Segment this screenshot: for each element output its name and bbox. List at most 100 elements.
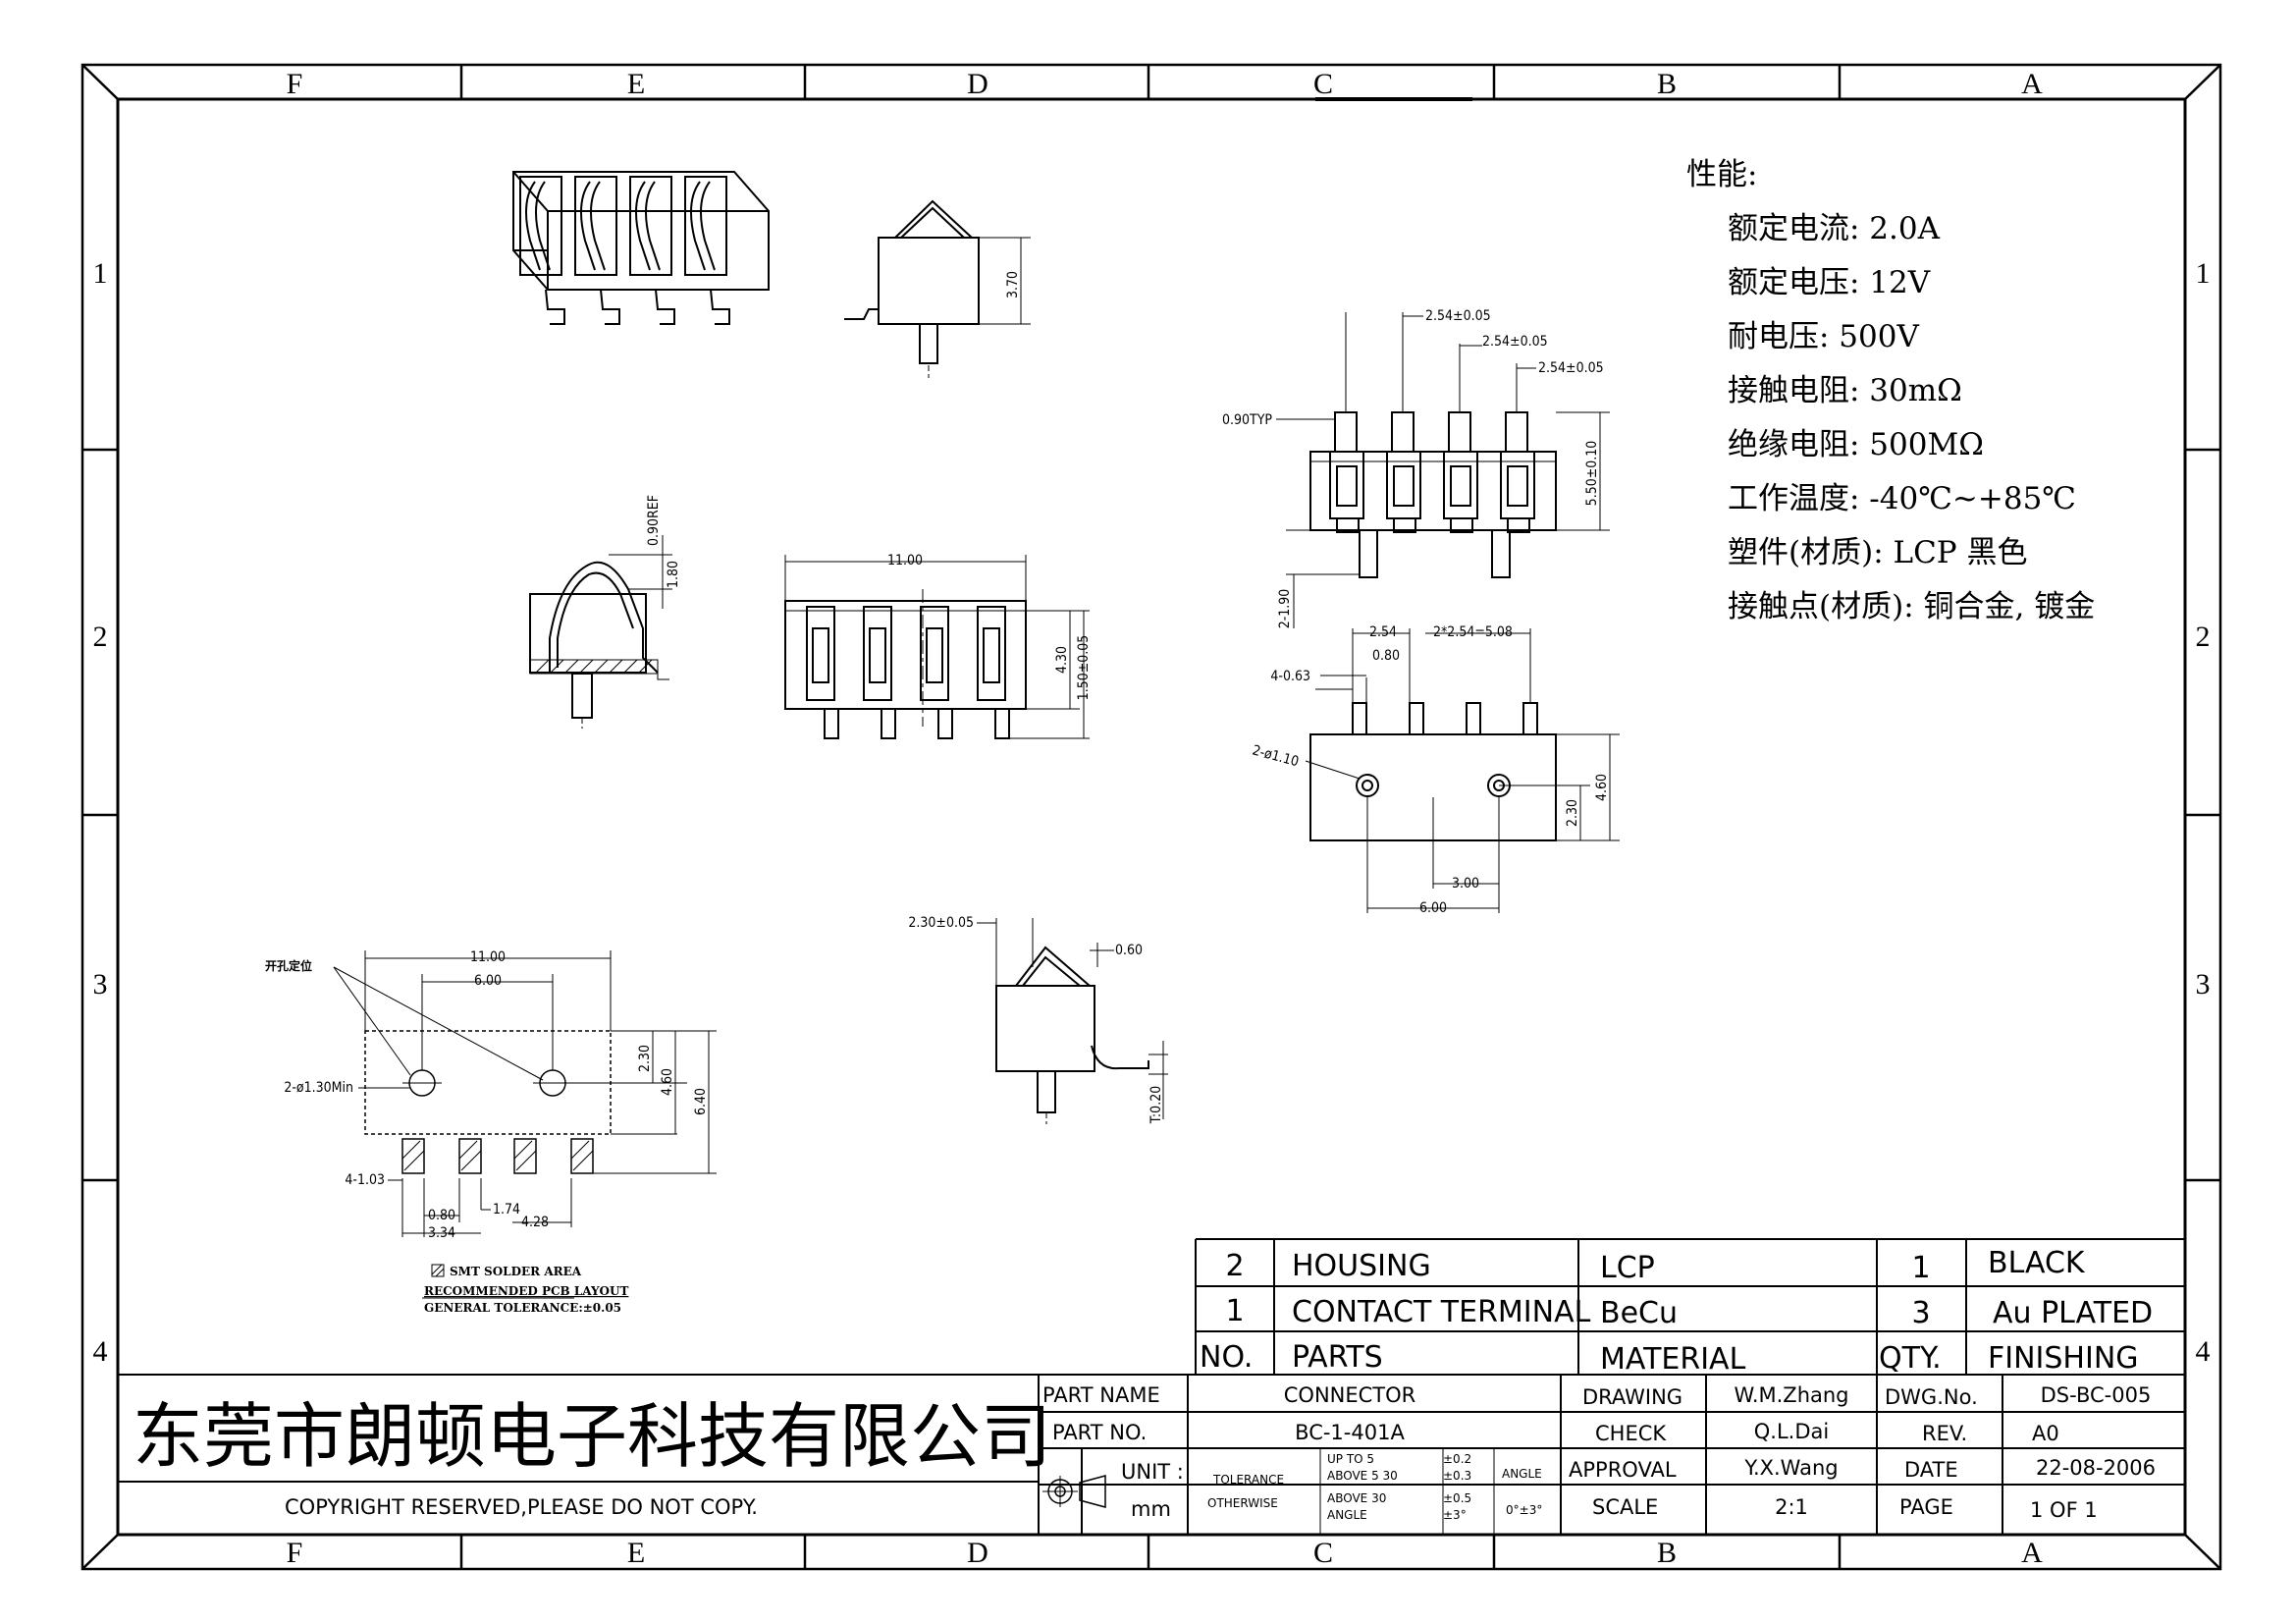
dim-bot-pins: 4-0.63 bbox=[1270, 669, 1310, 684]
bom-table bbox=[1195, 1238, 2185, 1375]
side2-dim-lines bbox=[977, 918, 1168, 1119]
bom-header-no: NO. bbox=[1200, 1340, 1253, 1375]
dim-pcb-p4: 4.28 bbox=[521, 1215, 549, 1230]
tol-value-1: ±0.2 bbox=[1443, 1452, 1471, 1466]
side-view-2: 2.30±0.05 0.60 T:0.20 bbox=[908, 915, 1168, 1124]
dim-bot-p2: 2*2.54=5.08 bbox=[1433, 624, 1513, 640]
angle-label: ANGLE bbox=[1502, 1467, 1542, 1481]
spec-line-6: 工作温度: -40℃~+85℃ bbox=[1728, 481, 2076, 516]
dim-side2-b: 0.60 bbox=[1115, 943, 1143, 958]
tol-value-2: ±0.3 bbox=[1443, 1469, 1471, 1483]
dim-front-h2: 1.50±0.05 bbox=[1076, 635, 1092, 701]
iso-contact-1 bbox=[519, 176, 565, 325]
zone-col-f: F bbox=[287, 68, 303, 100]
dim-side2-c: T:0.20 bbox=[1148, 1086, 1164, 1124]
isometric-view bbox=[512, 171, 770, 325]
spec-line-1: 额定电流: 2.0A bbox=[1728, 211, 1941, 246]
dim-top-height: 5.50±0.10 bbox=[1584, 441, 1600, 507]
front-slots bbox=[806, 606, 1006, 701]
top-view: 2.54±0.05 2.54±0.05 2.54±0.05 0.90TYP 5.… bbox=[1222, 308, 1610, 628]
dim-section-h: 1.80 bbox=[666, 561, 681, 588]
dim-section-ref: 0.90REF bbox=[646, 495, 662, 546]
tolerance-label-1: TOLERANCE bbox=[1212, 1473, 1284, 1487]
zone-col-e-bottom: E bbox=[627, 1537, 645, 1569]
dim-bot-x2: 6.00 bbox=[1419, 900, 1447, 916]
dim-pcb-holes: 2-ø1.30Min bbox=[284, 1080, 353, 1096]
pcb-pads bbox=[401, 1138, 594, 1174]
spec-line-8: 接触点(材质): 铜合金, 镀金 bbox=[1728, 589, 2095, 624]
approval-label: APPROVAL bbox=[1569, 1458, 1677, 1482]
dim-bot-p1: 2.54 bbox=[1369, 624, 1397, 640]
dim-bot-h1: 2.30 bbox=[1565, 799, 1580, 827]
dim-top-typ: 0.90TYP bbox=[1222, 412, 1272, 428]
zone-row-2: 2 bbox=[93, 621, 108, 653]
bottom-dim-lines bbox=[1305, 628, 1620, 913]
dim-pcb-h1: 2.30 bbox=[637, 1045, 653, 1072]
bom-row-1-part: HOUSING bbox=[1292, 1249, 1431, 1283]
spec-title: 性能: bbox=[1686, 157, 1757, 192]
projection-symbol bbox=[1042, 1475, 1106, 1508]
dim-top-pitch-1: 2.54±0.05 bbox=[1425, 308, 1491, 324]
spec-line-4: 接触电阻: 30mΩ bbox=[1728, 373, 1962, 408]
tol-range-4: ANGLE bbox=[1327, 1508, 1367, 1522]
dim-side2-a: 2.30±0.05 bbox=[908, 915, 974, 931]
bom-text: 2 HOUSING LCP 1 BLACK 1 CONTACT TERMINAL… bbox=[1200, 1246, 2153, 1377]
title-block-lines bbox=[118, 1374, 2185, 1535]
dim-pcb-h2: 4.60 bbox=[660, 1068, 675, 1096]
bom-row-2-no: 1 bbox=[1225, 1294, 1244, 1328]
top-contacts bbox=[1329, 411, 1535, 533]
zone-col-a-bottom: A bbox=[2021, 1537, 2043, 1569]
tol-value-4: ±3° bbox=[1443, 1508, 1467, 1522]
bom-row-2-material: BeCu bbox=[1600, 1296, 1678, 1330]
dim-pcb-p3: 3.34 bbox=[428, 1225, 455, 1241]
section-hatch bbox=[534, 659, 653, 675]
tol-range-1: UP TO 5 bbox=[1327, 1452, 1374, 1466]
spec-line-7: 塑件(材质): LCP 黑色 bbox=[1728, 535, 2028, 570]
angle-value: 0°±3° bbox=[1506, 1503, 1542, 1517]
section-view: 0.90REF 1.80 bbox=[529, 495, 681, 729]
bom-row-2-part: CONTACT TERMINAL bbox=[1292, 1295, 1591, 1329]
zone-row-1: 1 bbox=[93, 257, 108, 290]
dim-top-post: 2-1.90 bbox=[1277, 589, 1293, 629]
zone-row-1-right: 1 bbox=[2196, 257, 2211, 290]
side-view-1: 3.70 bbox=[844, 199, 1031, 378]
front-pins bbox=[824, 708, 1010, 739]
spec-block: 性能: 额定电流: 2.0A 额定电压: 12V 耐电压: 500V 接触电阻:… bbox=[1686, 157, 2095, 624]
part-no-label: PART NO. bbox=[1052, 1421, 1147, 1444]
tol-range-3: ABOVE 30 bbox=[1327, 1491, 1386, 1505]
zone-row-4-right: 4 bbox=[2196, 1335, 2211, 1368]
note-smt-area: SMT SOLDER AREA bbox=[450, 1265, 582, 1278]
scale-value: 2:1 bbox=[1775, 1495, 1808, 1519]
zone-col-f-bottom: F bbox=[287, 1537, 303, 1569]
dim-front-h1: 4.30 bbox=[1054, 646, 1070, 674]
dim-top-pitch-3: 2.54±0.05 bbox=[1538, 360, 1604, 376]
title-block-text: 东莞市朗顿电子科技有限公司 COPYRIGHT RESERVED,PLEASE … bbox=[133, 1383, 2156, 1522]
dim-pcb-p2: 1.74 bbox=[493, 1202, 520, 1217]
zone-col-a: A bbox=[2021, 68, 2043, 100]
dim-pcb-w2: 6.00 bbox=[474, 973, 502, 989]
date-value: 22-08-2006 bbox=[2036, 1456, 2156, 1480]
zone-row-4: 4 bbox=[93, 1335, 108, 1368]
tolerance-label-2: OTHERWISE bbox=[1207, 1496, 1278, 1510]
front-view: 11.00 4.30 1.50±0.05 bbox=[784, 553, 1092, 739]
approval-value: Y.X.Wang bbox=[1743, 1456, 1838, 1480]
dim-top-pitch-2: 2.54±0.05 bbox=[1482, 334, 1548, 350]
dim-bot-holes: 2-ø1.10 bbox=[1251, 742, 1301, 770]
sheet-border bbox=[80, 63, 2222, 1571]
bom-header-material: MATERIAL bbox=[1600, 1342, 1746, 1377]
zone-col-b-bottom: B bbox=[1657, 1537, 1677, 1569]
pcb-notes: SMT SOLDER AREA RECOMMENDED PCB LAYOUT G… bbox=[422, 1264, 628, 1315]
zone-col-d-bottom: D bbox=[967, 1537, 988, 1569]
zone-col-b: B bbox=[1657, 68, 1677, 100]
tol-value-3: ±0.5 bbox=[1443, 1491, 1471, 1505]
unit-label: UNIT : bbox=[1121, 1460, 1184, 1484]
front-dim-lines bbox=[784, 555, 1090, 739]
unit-value: mm bbox=[1131, 1497, 1171, 1521]
rev-value: A0 bbox=[2032, 1422, 2059, 1445]
dim-bot-x1: 3.00 bbox=[1452, 876, 1479, 892]
dim-pcb-h3: 6.40 bbox=[693, 1088, 709, 1115]
bom-row-1-material: LCP bbox=[1600, 1251, 1655, 1285]
drawing-value: W.M.Zhang bbox=[1734, 1383, 1848, 1407]
tol-range-2: ABOVE 5 30 bbox=[1327, 1469, 1398, 1483]
